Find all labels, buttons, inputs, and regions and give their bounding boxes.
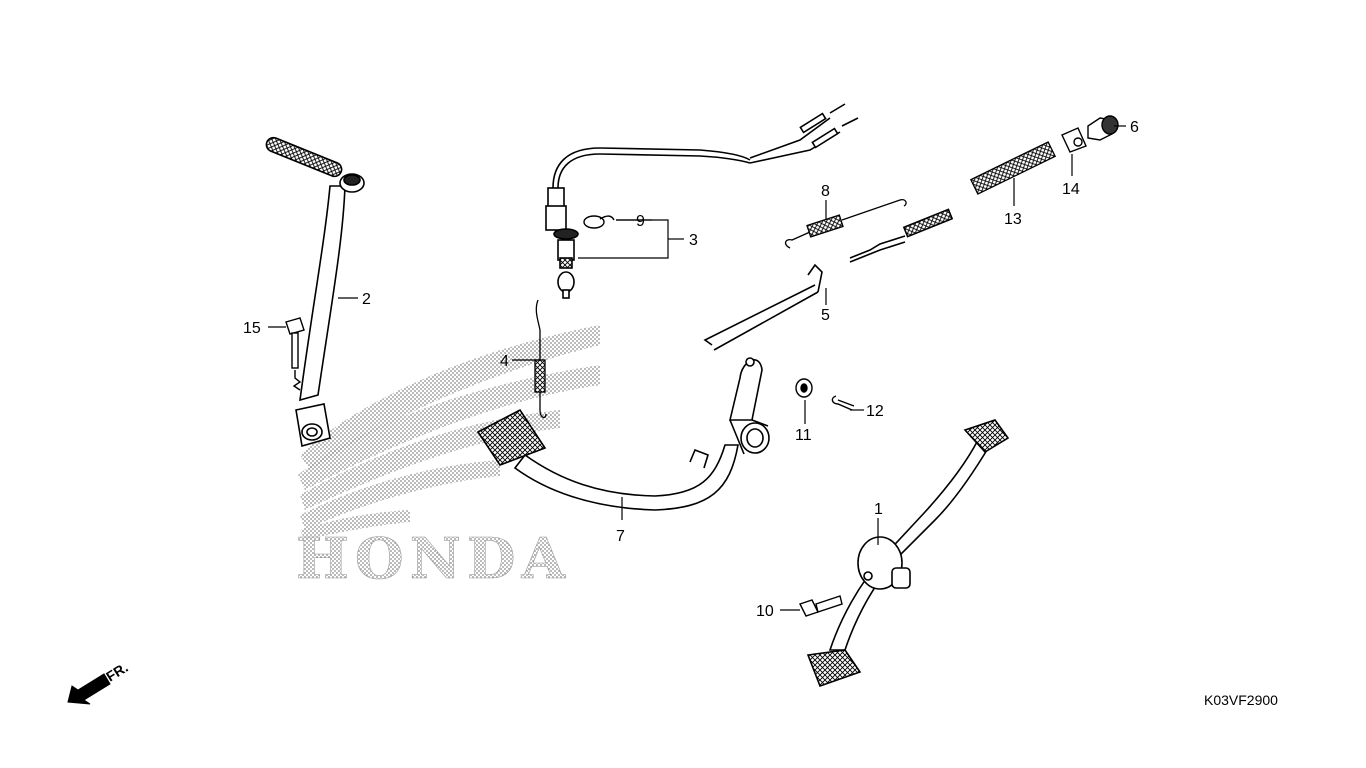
bolt-part-10 [799, 595, 843, 617]
nut-part-6 [1087, 115, 1119, 141]
clip-part-9 [583, 215, 615, 229]
callout-2: 2 [362, 291, 371, 308]
callout-11: 11 [795, 427, 812, 444]
callout-1: 1 [874, 501, 883, 518]
bolt-part-15 [285, 317, 305, 391]
brake-pedal-part-7 [476, 357, 770, 511]
kick-starter-arm-part [265, 136, 365, 448]
callout-14: 14 [1062, 181, 1080, 198]
callout-13: 13 [1004, 211, 1022, 228]
callout-numbers: 1 2 3 4 5 6 7 8 9 10 11 12 13 14 15 [243, 119, 1139, 620]
stop-switch-part [545, 103, 859, 299]
joint-part-14 [1061, 127, 1087, 153]
lever-part-1 [806, 419, 1010, 688]
honda-wing-logo [298, 325, 600, 540]
callout-4: 4 [500, 353, 509, 370]
callout-12: 12 [866, 403, 884, 420]
callout-9: 9 [636, 213, 645, 230]
washer-part-11 [795, 378, 813, 398]
callout-15: 15 [243, 320, 261, 337]
brake-rod-part-5 [703, 208, 954, 351]
spring-part-13 [969, 141, 1057, 195]
callout-10: 10 [756, 603, 774, 620]
diagram-code: K03VF2900 [1204, 692, 1278, 708]
spring-part-8 [784, 198, 907, 249]
leader-lines [268, 125, 1126, 611]
callout-8: 8 [821, 183, 830, 200]
front-direction-arrow-icon [67, 673, 111, 705]
callout-3: 3 [689, 232, 698, 249]
callout-7: 7 [616, 528, 625, 545]
cotter-pin-part-12 [831, 395, 855, 411]
honda-watermark-text: HONDA [296, 526, 571, 592]
callout-6: 6 [1130, 119, 1139, 136]
callout-5: 5 [821, 307, 830, 324]
